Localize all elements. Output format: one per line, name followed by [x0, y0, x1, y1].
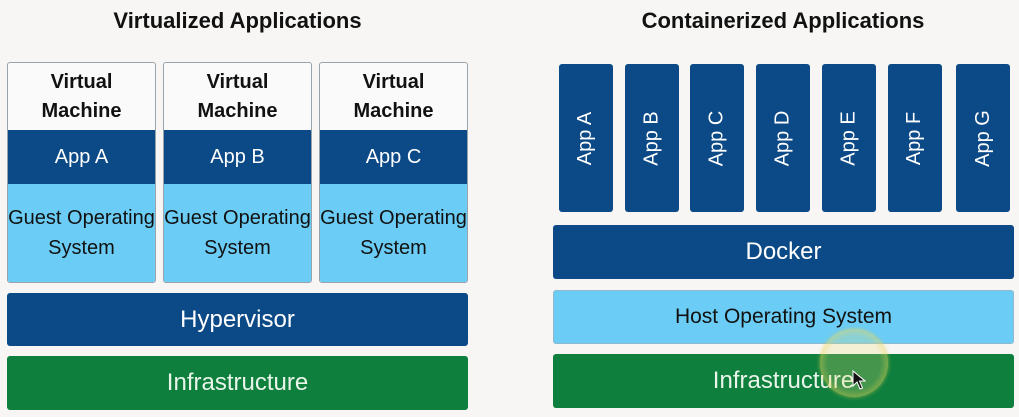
container-app-label: App C: [705, 110, 728, 166]
infrastructure-layer-left: Infrastructure: [7, 356, 468, 410]
container-app-label: App E: [837, 110, 860, 166]
container-app-c: App C: [690, 64, 744, 212]
vm-header: Virtual Machine: [41, 70, 122, 122]
guest-os: Guest Operating System: [8, 184, 155, 282]
containerized-title: Containerized Applications: [641, 8, 925, 33]
vm-app: App A: [8, 130, 155, 184]
container-app-label: App B: [640, 110, 663, 166]
container-app-b: App B: [625, 64, 679, 212]
container-app-g: App G: [956, 64, 1010, 212]
docker-layer: Docker: [553, 225, 1014, 279]
container-app-label: App A: [574, 111, 597, 165]
mouse-cursor-icon: [852, 370, 866, 390]
vm-app: App B: [164, 130, 311, 184]
hypervisor-layer: Hypervisor: [7, 293, 468, 346]
container-app-label: App D: [771, 110, 794, 166]
guest-os: Guest Operating System: [320, 184, 467, 282]
virtual-machine-c: Virtual Machine App C Guest Operating Sy…: [319, 62, 468, 283]
guest-os: Guest Operating System: [164, 184, 311, 282]
vm-header: Virtual Machine: [353, 70, 434, 122]
vm-header: Virtual Machine: [197, 70, 278, 122]
container-app-label: App F: [903, 111, 926, 165]
virtual-machine-a: Virtual Machine App A Guest Operating Sy…: [7, 62, 156, 283]
virtual-machine-b: Virtual Machine App B Guest Operating Sy…: [163, 62, 312, 283]
vm-app: App C: [320, 130, 467, 184]
container-app-a: App A: [559, 64, 613, 212]
container-app-d: App D: [756, 64, 810, 212]
container-app-e: App E: [822, 64, 876, 212]
container-app-label: App G: [971, 109, 994, 167]
virtualized-title: Virtualized Applications: [113, 8, 362, 33]
host-os-layer: Host Operating System: [553, 290, 1014, 344]
infrastructure-layer-right: Infrastructure: [553, 354, 1014, 408]
container-app-f: App F: [888, 64, 942, 212]
